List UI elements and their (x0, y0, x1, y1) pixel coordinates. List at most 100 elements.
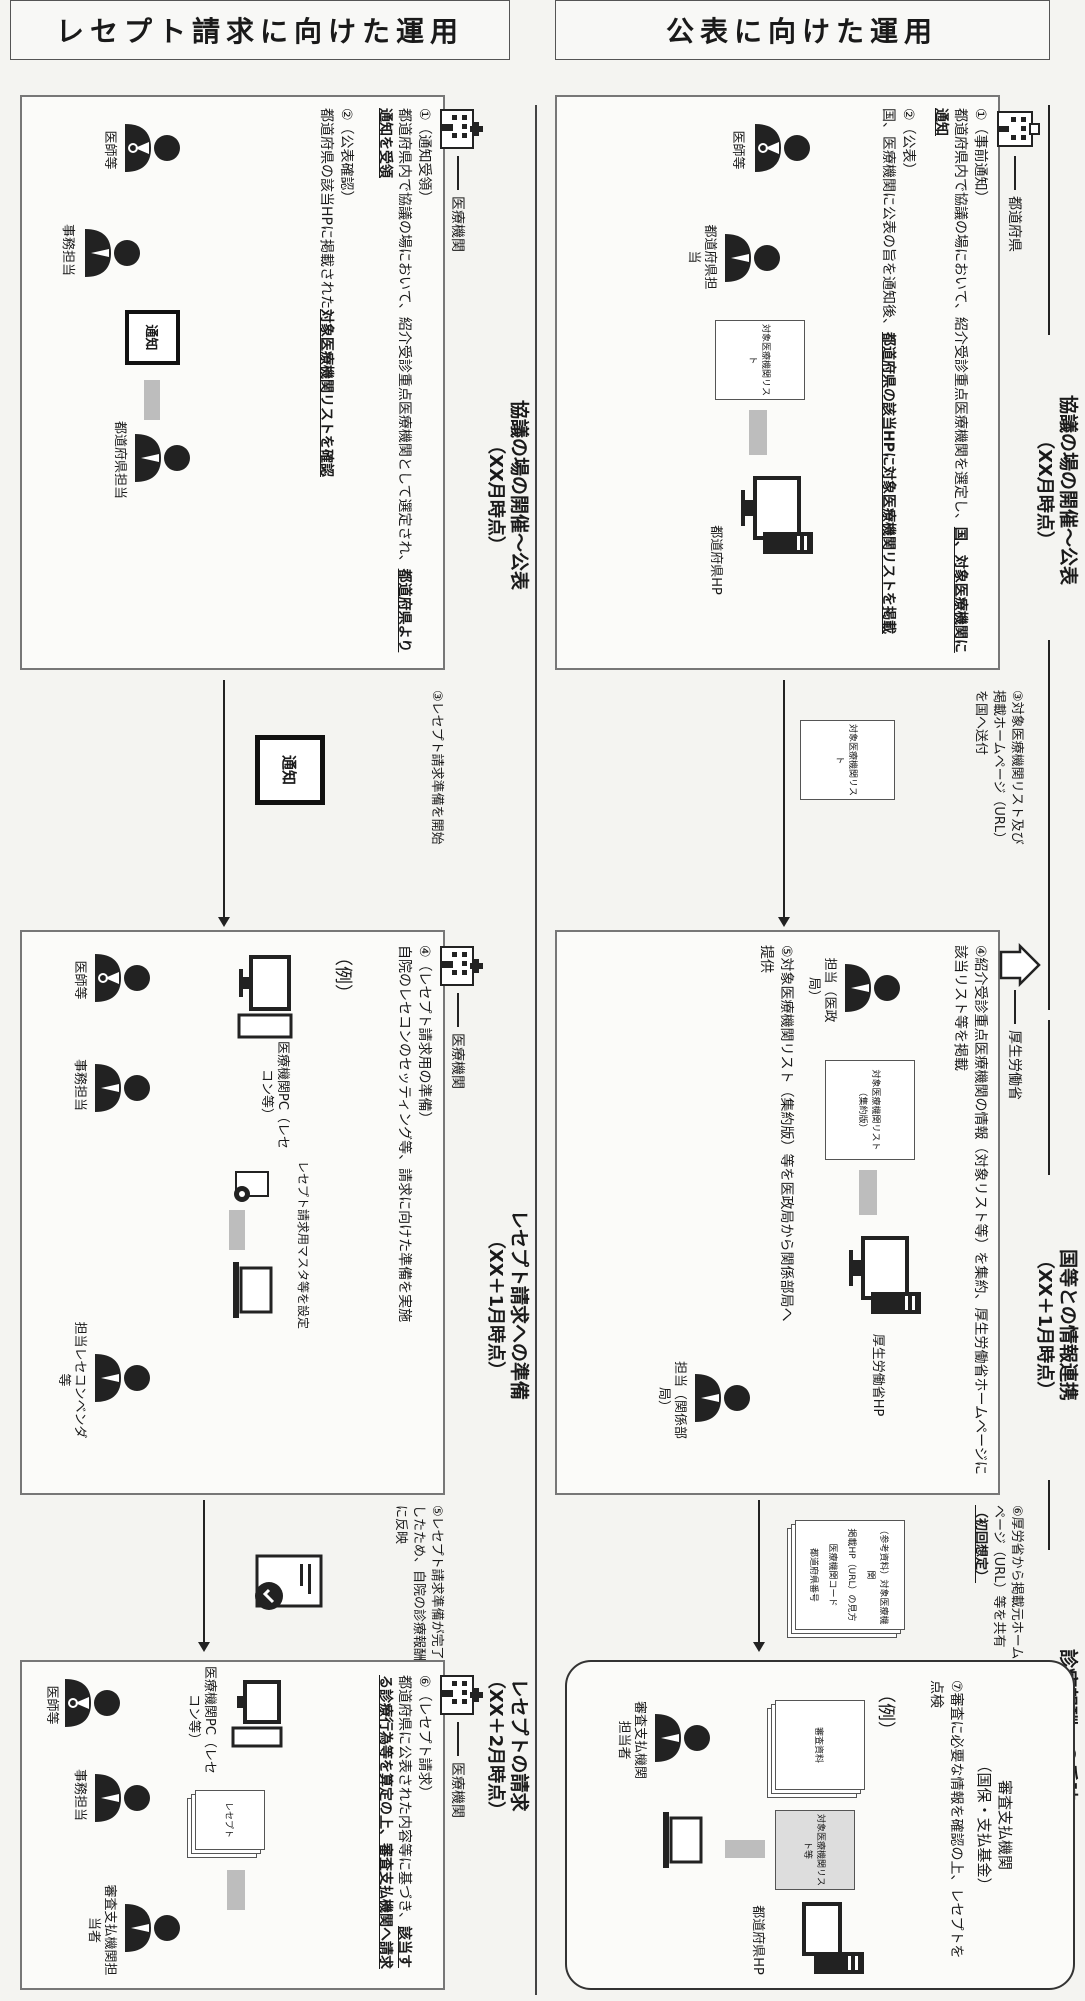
org-label: 厚生労働省 (1005, 1030, 1025, 1100)
arrow6-note: （初回想定） (973, 1505, 988, 1583)
org-label: 都道府県 (1005, 196, 1025, 252)
header-title: レセプトの請求 (508, 1678, 530, 1811)
arrow5-bottom-text: ⑤レセプト請求準備が完了したため、自院の診療報酬に反映 (390, 1505, 445, 1670)
row-label-bottom-text: レセプト請求に向けた運用 (56, 10, 464, 50)
pref-staff-label: 都道府県担当 (111, 420, 127, 500)
example-label: （例） (331, 948, 357, 1002)
review-staff-label: 審査支払機関担当者 (85, 1880, 118, 1980)
row-divider (536, 105, 538, 1995)
arrow6-text: ⑥厚労省から掲載元ホームページ（URL）等を共有 (991, 1505, 1024, 1659)
review-staff-icon (123, 1900, 185, 1956)
url-reference-doc: （参考資料）対象医療機関 掲載HP（URL）の見方 医療機関コード 都道府県番号 (795, 1520, 905, 1630)
review-staff-label: 審査支払機関担当者 (615, 1695, 648, 1785)
step-text: 都道府県内で協議の場において、紹介受診重点医療機関を選定し、 (952, 108, 968, 527)
doctor-label: 医師等 (101, 110, 117, 190)
master-setting-label: レセプト請求用マスタ等を設定 (295, 1160, 310, 1330)
settings-icon (226, 1170, 270, 1204)
header-when: （XX月時点） (484, 330, 507, 660)
step-text: 都道府県に公表された内容等に基づき、 (396, 1675, 412, 1926)
consolidated-list-doc: 対象医療機関リスト（集約版） (825, 1060, 915, 1160)
step-title: ①（通知受領） (413, 108, 433, 658)
doctor-label: 医師等 (71, 940, 87, 1020)
pref-website-label: 都道府県HP (707, 500, 723, 620)
clerk-icon (83, 225, 145, 281)
review-doc: 審査資料 (775, 1700, 865, 1790)
mhlw-staff-icon (843, 960, 905, 1016)
header-rule (1049, 105, 1051, 335)
org-label: 医療機関 (448, 196, 468, 252)
ministry-icon (994, 943, 1042, 987)
header-title: 国等との情報連携 (1057, 1249, 1079, 1401)
review-org-name: 審査支払機関 （国保・支払基金） (973, 1700, 1015, 1950)
vendor-label: 担当レセコンベンダ等 (55, 1320, 88, 1440)
header-col2-top: 国等との情報連携 （XX＋1月時点） (1033, 1160, 1079, 1490)
step4-mhlw: ④紹介受診重点医療機関の情報（対象リスト等）を集約、厚生労働省ホームページに該当… (950, 945, 989, 1480)
step1-prefecture: ①（事前通知） 都道府県内で協議の場において、紹介受診重点医療機関を選定し、国、… (930, 108, 989, 658)
clerk-icon (93, 1060, 155, 1116)
org-hospital: 医療機関 (448, 993, 468, 1089)
org-prefecture: 都道府県 (1005, 156, 1025, 252)
mhlw-staff-label: 担当（医政局） (805, 950, 838, 1030)
send-arrow (227, 1870, 245, 1910)
dept-staff-label: 担当（関係部局） (655, 1355, 688, 1445)
step-text: 都道府県内で協議の場において、紹介受診重点医療機関として選定され、 (396, 108, 412, 569)
row-label-bottom: レセプト請求に向けた運用 (10, 0, 510, 60)
step-title: ②（公表確認） (335, 108, 355, 658)
mhlw-website-label: 厚生労働省HP (869, 1320, 885, 1430)
step6-hospital: ⑥（レセプト請求） 都道府県に公表された内容等に基づき、該当する診療行為等を算定… (374, 1675, 433, 1975)
down-arrow (144, 380, 160, 420)
doctor-icon (63, 1675, 125, 1731)
row-label-top-text: 公表に向けた運用 (666, 10, 938, 50)
notice-doc: 通知 (255, 735, 325, 805)
ref-doc-line: 都道府県番号 (809, 1548, 822, 1602)
doctor-icon (93, 950, 155, 1006)
org-hospital: 医療機関 (448, 1722, 468, 1818)
header-when: （XX＋1月時点） (1033, 1160, 1056, 1490)
laptop-icon (651, 1810, 705, 1870)
example-label: （例） (874, 1685, 900, 1739)
target-list-doc: 対象医療機関リスト (715, 320, 805, 400)
step7-review: ⑦審査に必要な情報を確認の上、レセプトを点検 (926, 1680, 965, 1970)
doctor-label: 医師等 (43, 1665, 59, 1745)
upload-arrow (859, 1170, 877, 1215)
mhlw-website-icon (831, 1230, 925, 1320)
header-col2-bottom: レセプト請求への準備 （XX＋1月時点） (484, 1140, 530, 1470)
arrow3-top (783, 680, 785, 925)
step2-prefecture: ②（公表） 国、医療機関に公表の旨を通知後、都道府県の該当HPに対象医療機関リス… (878, 108, 917, 658)
certificate-icon (241, 1550, 325, 1620)
building-icon (992, 106, 1042, 152)
header-title: レセプト請求への準備 (508, 1210, 530, 1400)
hospital-icon (435, 1672, 485, 1718)
hospital-icon (435, 106, 485, 152)
header-col1-bottom: 協議の場の開催～公表 （XX月時点） (484, 330, 530, 660)
pref-staff-label: 都道府県担当 (685, 222, 718, 292)
vendor-icon (93, 1350, 155, 1406)
step-emph: 都道府県の該当HPに対象医療機関リストを掲載 (880, 332, 896, 634)
down-arrow (229, 1210, 245, 1250)
target-list-doc-2: 対象医療機関リスト等 (775, 1810, 855, 1890)
dept-staff-icon (693, 1370, 755, 1426)
header-rule (1049, 1020, 1051, 1175)
header-when: （XX月時点） (1033, 310, 1056, 670)
doctor-label: 医師等 (729, 110, 745, 190)
receipt-doc: レセプト (195, 1790, 265, 1850)
step-title: ②（公表） (897, 108, 917, 658)
doctor-icon (753, 120, 815, 176)
pref-staff-icon (133, 430, 195, 486)
hospital-pc-label: 医療機関PC（レセコン等） (258, 1040, 291, 1150)
org-hospital: 医療機関 (448, 156, 468, 252)
step-text: 都道府県の該当HPに掲載された (318, 108, 334, 309)
review-org-line: 審査支払機関 (994, 1700, 1015, 1950)
arrow3-bottom (223, 680, 225, 925)
clerk-label: 事務担当 (71, 1755, 87, 1835)
review-staff-icon (653, 1710, 715, 1766)
step-text: 国、医療機関に公表の旨を通知後、 (880, 108, 896, 332)
step5-mhlw: ⑤対象医療機関リスト（集約版）等を医政局から関係部局へ提供 (756, 945, 795, 1325)
org-mhlw: 厚生労働省 (1005, 990, 1025, 1100)
ref-doc-line: 掲載HP（URL）の見方 (847, 1528, 860, 1621)
header-when: （XX＋1月時点） (484, 1140, 507, 1470)
step-title: ⑥（レセプト請求） (413, 1675, 433, 1975)
header-when: （XX＋2月時点） (484, 1580, 507, 1910)
doctor-icon (123, 120, 185, 176)
ref-doc-line: 医療機関コード (828, 1543, 841, 1606)
